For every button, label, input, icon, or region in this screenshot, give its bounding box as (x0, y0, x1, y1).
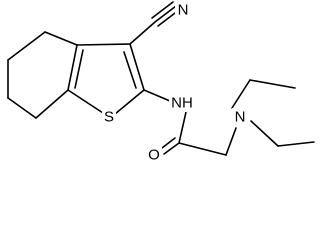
bond-c4a-c3 (76, 43, 131, 46)
bond-c2-s (114, 89, 145, 115)
bond-c2-nh (143, 89, 171, 102)
bond-n-ethyl2-ch2 (250, 120, 279, 147)
amide-linkage (143, 89, 237, 156)
carbonyl-oxygen-label: O (148, 147, 160, 164)
atom-labels: N S NH O N (102, 1, 248, 164)
bond-nh-carbonyl (178, 111, 187, 144)
structure-canvas: N S NH O N (7, 1, 315, 164)
bond-c3-c2 (129, 43, 145, 91)
bond-ethyl2-ch3 (277, 141, 315, 147)
bond-n-ethyl1-ch2 (231, 79, 251, 109)
bond-carbonyl-o-2 (161, 137, 176, 149)
bond-c7a-c4a (67, 44, 78, 91)
bond-c3-c2-inner (123, 51, 137, 89)
bond-c3-cn (129, 21, 156, 45)
bond-c4-c5 (7, 31, 46, 61)
bond-s-c7a (67, 89, 104, 114)
nitrile-group (129, 1, 180, 45)
amine-nitrogen-label: N (235, 109, 246, 126)
bond-carbonyl-ch2 (178, 142, 227, 156)
molecule-drawing: N S NH O N (7, 1, 315, 164)
bond-triple-1 (154, 5, 177, 23)
bond-ethyl1-ch3 (249, 79, 296, 89)
bond-c4a-c4 (44, 31, 78, 46)
amide-nh-label: NH (171, 95, 193, 112)
thiophene-ring (67, 43, 145, 115)
bond-carbonyl-o-1 (163, 142, 180, 155)
nitrile-nitrogen-label: N (178, 2, 189, 19)
bond-c7a-c4a-inner (74, 49, 84, 89)
thiophene-sulfur-label: S (104, 109, 114, 126)
bond-ch2-n (225, 127, 237, 156)
bond-triple-2 (151, 1, 174, 19)
bond-c7-c7a (35, 89, 69, 119)
diethylamino-group (231, 79, 315, 147)
cyclohexene-ring (7, 31, 78, 119)
bond-c6-c7 (7, 97, 37, 119)
